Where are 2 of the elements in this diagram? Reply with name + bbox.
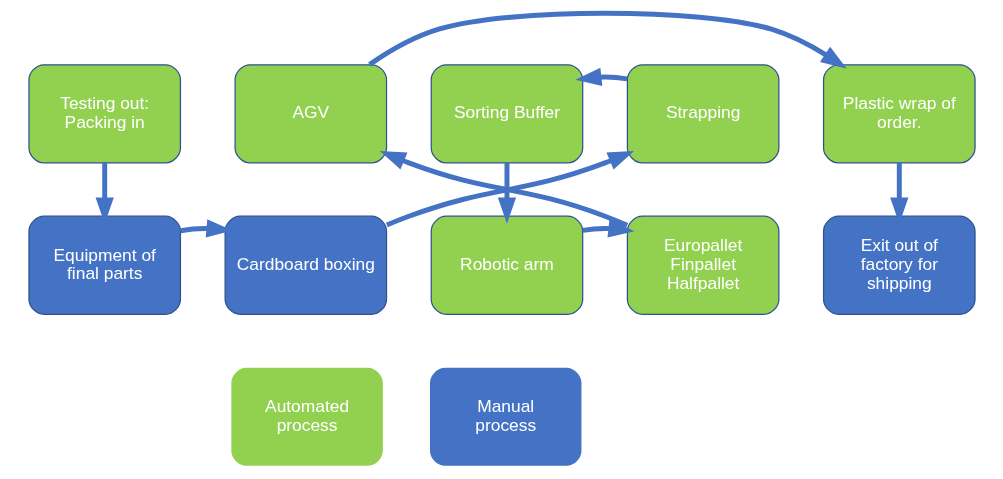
legend-label: Automated process	[264, 396, 349, 435]
legend-label: Manual process	[474, 396, 536, 435]
